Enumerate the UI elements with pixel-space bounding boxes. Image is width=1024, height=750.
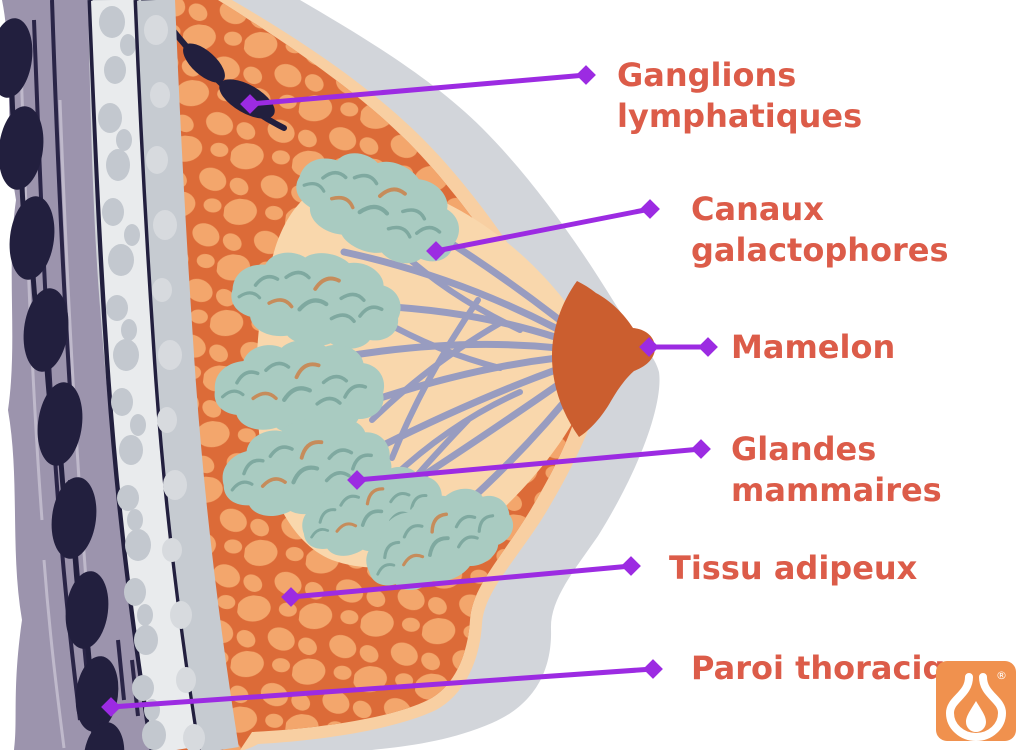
leader-mamelon: [639, 337, 718, 357]
label-ganglions-lymphatiques: Ganglions lymphatiques: [617, 56, 863, 135]
label-mamelon: Mamelon: [731, 328, 896, 366]
label-canaux-galactophores: Canaux galactophores: [691, 190, 949, 269]
fascia-layers: [87, 0, 239, 750]
chest-wall-muscle-layer: [0, 0, 152, 750]
breast-drop-icon: ®: [936, 661, 1016, 741]
registered-mark: ®: [996, 669, 1007, 682]
label-tissu-adipeux: Tissu adipeux: [669, 549, 918, 587]
brand-logo: ®: [936, 661, 1016, 741]
leader-tissu: [281, 556, 641, 607]
ribs: [0, 18, 125, 750]
nipple-areola: [552, 281, 655, 437]
leader-lines: [101, 65, 718, 717]
label-glandes-mammaires: Glandes mammaires: [731, 430, 942, 509]
leader-glandes: [347, 439, 711, 490]
fascia-pebbles: [98, 6, 166, 750]
